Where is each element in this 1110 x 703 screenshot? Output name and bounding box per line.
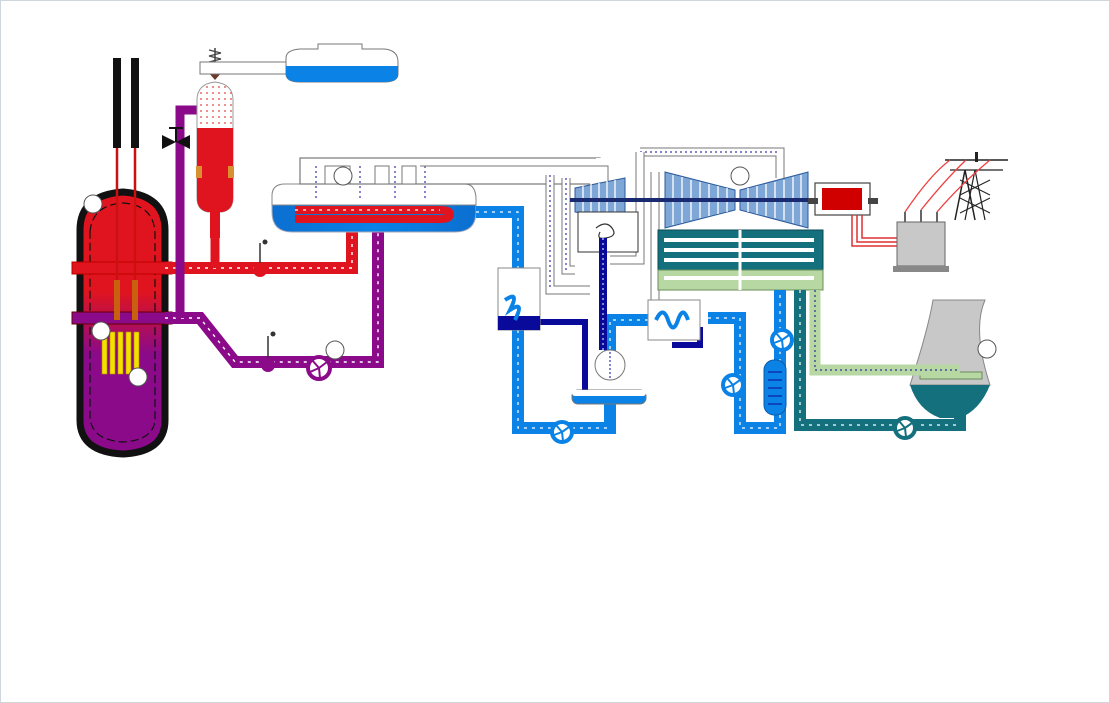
steam-generator-icon xyxy=(271,157,601,233)
marker-2 xyxy=(91,321,111,341)
feed-pump-icon xyxy=(550,420,574,444)
relief-tank-icon xyxy=(199,43,399,83)
fuel-assembly-icon xyxy=(101,331,140,375)
isolation-valve-cold xyxy=(261,331,276,372)
generator-cables xyxy=(851,215,900,247)
reactor-vessel-icon xyxy=(71,188,173,458)
condenser-icon xyxy=(657,229,824,291)
control-rods-icon xyxy=(113,58,139,320)
marker-4 xyxy=(333,166,353,186)
feedwater-heater-icon xyxy=(497,267,701,341)
cooling-pump-icon xyxy=(893,416,917,440)
turbine-icon xyxy=(570,171,820,253)
isolation-valve-hot xyxy=(253,239,268,277)
marker-7 xyxy=(977,339,997,359)
main-steam-line xyxy=(420,147,785,300)
pressurizer-icon xyxy=(196,48,234,238)
generator-icon xyxy=(808,182,878,216)
marker-1 xyxy=(83,194,103,214)
power-pylon-icon xyxy=(904,152,1008,221)
deaerator-icon xyxy=(571,349,647,405)
circulation-pump-icon xyxy=(306,355,332,381)
marker-3 xyxy=(128,367,148,387)
transformer-icon xyxy=(893,210,949,272)
marker-6 xyxy=(730,166,750,186)
marker-5 xyxy=(325,340,345,360)
polisher-icon xyxy=(763,359,787,416)
primary-cold-leg xyxy=(165,225,384,368)
pressurizer-surge-line xyxy=(175,105,220,318)
condensate-pump-icon xyxy=(721,328,794,397)
valve-icon xyxy=(162,127,190,149)
cooling-tower-icon xyxy=(909,299,991,418)
